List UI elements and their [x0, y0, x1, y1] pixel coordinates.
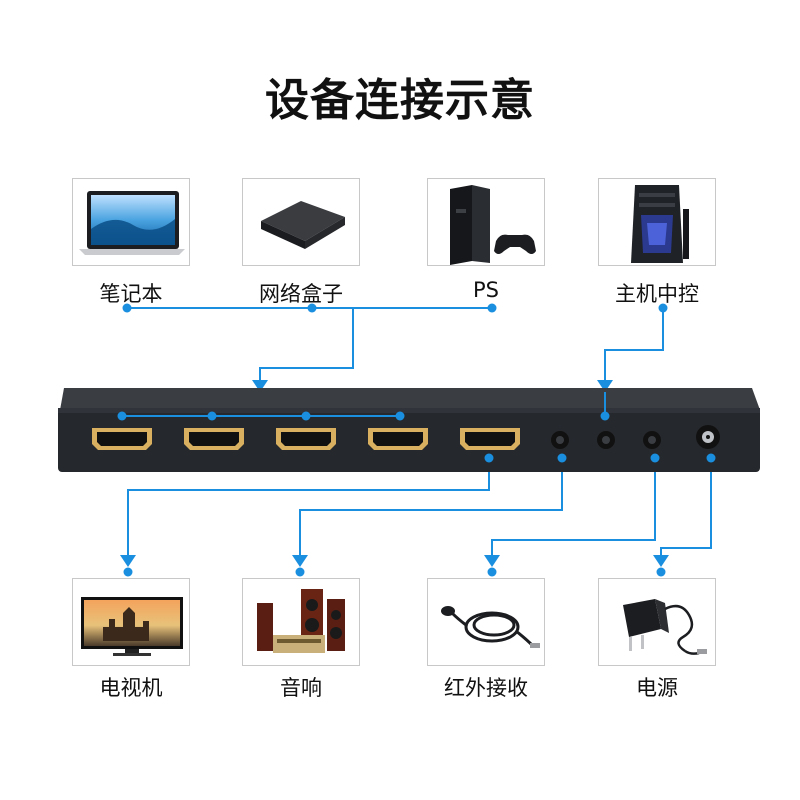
audio-card: [242, 578, 360, 666]
ir-receiver-cable-icon: [441, 606, 540, 648]
output-label-tv: 电视机: [99, 676, 163, 700]
audio-wire: [299, 458, 563, 556]
source-node-host-control: [658, 303, 668, 313]
output-label-ir: 红外接收: [444, 676, 528, 700]
input-arrow-down: [252, 380, 268, 392]
television-icon: [81, 597, 183, 656]
hdmi-port-out: [460, 428, 520, 450]
hdmi-port-2: [184, 428, 244, 450]
audio-jacks: [551, 431, 661, 449]
source-label-host-control: 主机中控: [615, 282, 699, 306]
hdmi-port-3: [276, 428, 336, 450]
laptop-card: [72, 178, 190, 266]
tv-box-icon: [261, 201, 345, 249]
page-title: 设备连接示意: [265, 75, 535, 126]
hdmi-port-1: [92, 428, 152, 450]
power-adapter-icon: [623, 599, 707, 655]
hdmi-ports: [92, 428, 520, 450]
host-control-line: [604, 308, 664, 382]
ir-card: [427, 578, 545, 666]
source-node-tv-box: [307, 303, 317, 313]
source-node-laptop: [122, 303, 132, 313]
power-card: [598, 578, 716, 666]
speaker-system-icon: [257, 589, 345, 653]
control-arrow-down: [597, 380, 613, 392]
tv-box-card: [242, 178, 360, 266]
pc-card: [598, 178, 716, 266]
source-drop-line: [259, 308, 354, 382]
tv-wire: [127, 458, 490, 556]
hdmi-port-4: [368, 428, 428, 450]
laptop-icon: [79, 191, 185, 255]
output-label-audio: 音响: [280, 676, 322, 700]
source-node-ps: [487, 303, 497, 313]
source-label-laptop: 笔记本: [99, 282, 163, 306]
power-wire: [660, 458, 712, 556]
ir-wire: [491, 458, 656, 556]
source-label-ps: PS: [473, 278, 499, 302]
ps-card: [427, 178, 545, 266]
source-label-tv-box: 网络盒子: [259, 282, 343, 306]
tv-card: [72, 578, 190, 666]
pc-tower-icon: [631, 185, 689, 263]
output-label-power: 电源: [636, 676, 678, 700]
game-console-icon: [450, 185, 536, 265]
dc-power-jack: [696, 425, 720, 449]
